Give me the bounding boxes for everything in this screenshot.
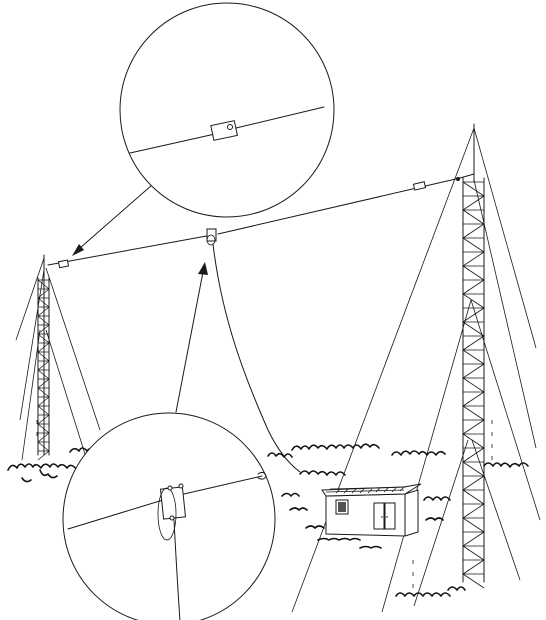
vegetation: [7, 443, 529, 597]
insulator-right: [412, 177, 460, 191]
detail-callout-balun: [62, 412, 276, 620]
equipment-shelter: [321, 483, 422, 537]
feedline: [212, 243, 301, 473]
insulator-left: [57, 259, 70, 269]
center-balun: [206, 228, 217, 246]
left-lattice-mast: [37, 254, 50, 461]
right-lattice-mast: [36, 123, 493, 589]
pointer-arrows: [72, 177, 208, 413]
detail-callout-insulator: [119, 2, 335, 218]
